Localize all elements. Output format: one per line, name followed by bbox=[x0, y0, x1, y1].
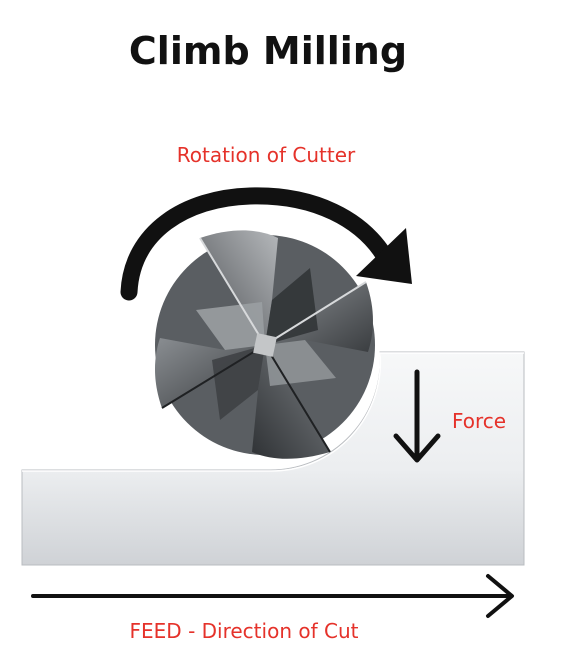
force-label: Force bbox=[452, 409, 506, 433]
feed-label: FEED - Direction of Cut bbox=[130, 619, 359, 643]
arrow-down-icon bbox=[393, 369, 441, 463]
arrow-right-icon bbox=[31, 574, 514, 618]
workpiece-edge bbox=[22, 352, 524, 472]
curved-arrow-clockwise-icon bbox=[120, 187, 412, 301]
workpiece bbox=[21, 351, 525, 566]
diagram-title: Climb Milling bbox=[129, 29, 407, 73]
end-mill-cutter bbox=[155, 230, 375, 459]
rotation-label: Rotation of Cutter bbox=[177, 143, 356, 167]
